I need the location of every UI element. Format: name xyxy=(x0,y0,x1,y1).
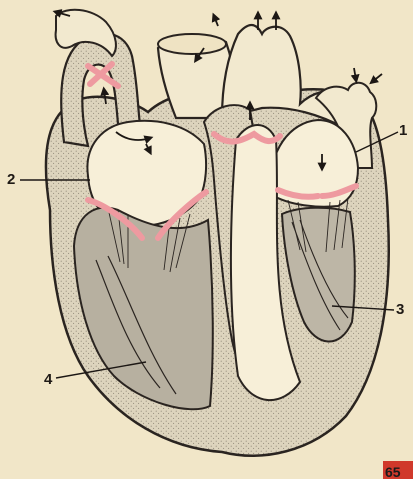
label-4: 4 xyxy=(44,371,52,388)
label-1: 1 xyxy=(399,122,407,139)
page-number: 65 xyxy=(383,461,413,479)
label-2: 2 xyxy=(7,171,15,188)
label-3: 3 xyxy=(396,301,404,318)
